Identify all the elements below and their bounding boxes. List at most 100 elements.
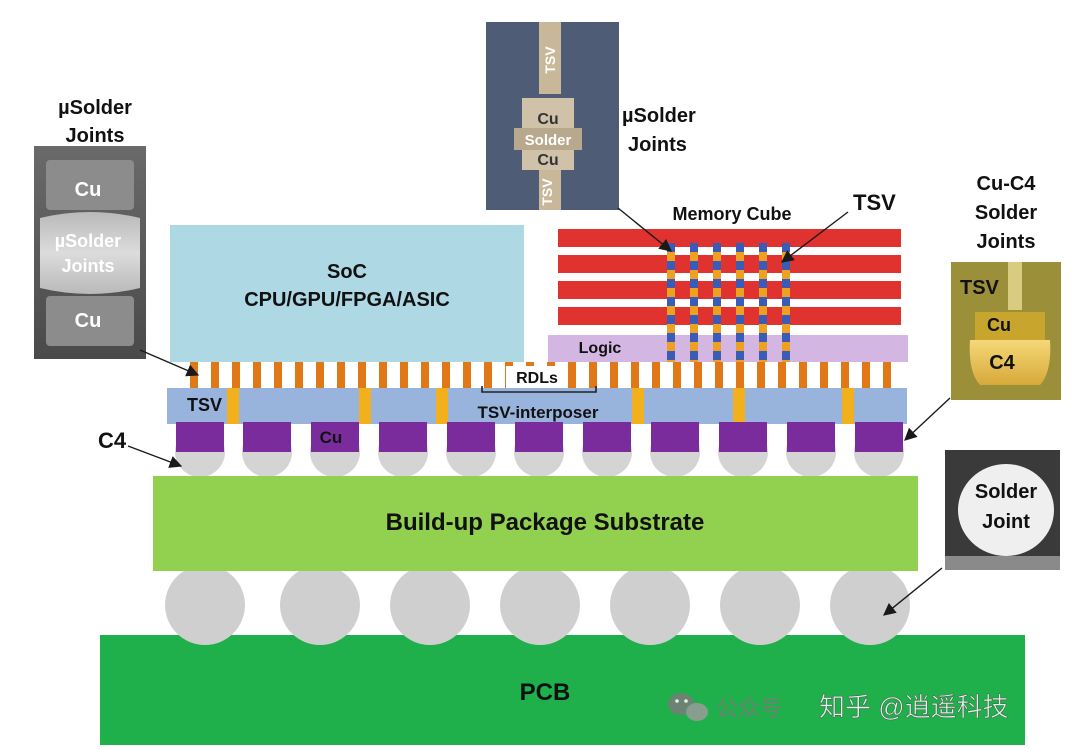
cu-pad [855,422,903,452]
micro-bump [568,362,576,388]
micro-bump [820,362,828,388]
micro-bump [274,362,282,388]
memory-tsv-segment [713,360,721,362]
memory-tsv-segment [690,288,698,297]
cu-pad [583,422,631,452]
micro-bump [694,362,702,388]
micro-bump [463,362,471,388]
usolder-top-title-2: Joints [628,134,687,156]
memory-tsv-segment [782,306,790,315]
solder-joint-label-1: Solder [975,481,1037,503]
cu-pillar [975,312,1045,340]
memory-tsv-segment [759,243,767,252]
bga-ball [165,565,245,645]
memory-tsv-segment [736,270,744,279]
interposer-tsv-label: TSV [187,395,222,415]
package-substrate [153,476,918,571]
cu-c4-cu: Cu [987,315,1011,335]
memory-tsv-segment [690,315,698,324]
memory-tsv-segment [736,306,744,315]
interposer-tsv [227,388,239,424]
rdls-bracket-line [481,386,597,393]
memory-cube-label: Memory Cube [672,204,791,224]
cu-c4-tsv: TSV [960,277,1000,299]
memory-tsv-segment [667,342,675,351]
cu-block-top [46,160,134,210]
memory-tsv-segment [736,252,744,261]
memory-layers [558,229,901,325]
memory-tsv-segment [736,261,744,270]
memory-tsv-segment [667,252,675,261]
rdls-label-box [506,366,568,388]
solder-joint-photo: Solder Joint [945,450,1060,570]
cu-pad [651,422,699,452]
arrow-c4 [127,445,183,468]
logic-die [548,335,908,362]
micro-bump [421,362,429,388]
memory-tsv-segment [667,351,675,360]
cu-block-2 [522,150,574,170]
substrate-label: Build-up Package Substrate [386,509,705,536]
memory-tsv-segment [782,342,790,351]
usolder-top-photo: TSV Cu Solder Cu TSV [486,22,619,210]
watermark-account: 公众号 [716,696,782,721]
memory-tsv-segment [782,243,790,252]
memory-tsv-segment [690,360,698,362]
memory-layer [558,255,901,273]
memory-tsv-segment [667,288,675,297]
bga-ball [720,565,800,645]
usolder-left-mid-1: µSolder [55,231,121,251]
memory-tsv-segment [713,288,721,297]
micro-bump [841,362,849,388]
cu-pad [379,422,427,452]
memory-layer [558,307,901,325]
micro-bump [484,362,492,388]
cu-pad [311,422,359,452]
bga-ball [390,565,470,645]
rdls-bracket: RDLs [481,366,597,393]
memory-tsv-segment [713,270,721,279]
usolder-top-tsv-top: TSV [542,46,558,74]
memory-tsv-segment [736,324,744,333]
memory-tsv-segment [736,315,744,324]
callout-arrows [127,207,951,616]
memory-tsv-segment [759,315,767,324]
memory-tsv-segment [713,279,721,288]
memory-tsv-segment [690,306,698,315]
memory-tsv-segment [759,342,767,351]
memory-tsv-segment [759,261,767,270]
memory-tsv-segment [759,297,767,306]
memory-tsv-segment [736,297,744,306]
memory-tsv-segment [713,324,721,333]
watermark: 公众号 知乎 @逍遥科技 [668,692,1009,722]
cu-c4-photo: TSV Cu C4 [951,262,1061,400]
memory-tsv-segment [713,306,721,315]
memory-tsv-segment [713,351,721,360]
cu-c4-title-3: Joints [977,231,1036,253]
interposer-tsvs [227,388,854,424]
micro-bump [589,362,597,388]
tsv-interposer [167,388,907,424]
pcb-label: PCB [520,679,571,706]
tsv-interposer-label: TSV-interposer [478,403,599,422]
arrow-usolder-top [617,207,672,252]
memory-tsv-segment [690,252,698,261]
bga-balls [165,565,910,645]
memory-tsv-segment [713,342,721,351]
arrow-cu-c4 [904,397,951,441]
memory-tsv-segment [759,270,767,279]
tsv-column [1008,262,1022,310]
micro-bump [316,362,324,388]
bga-ball [830,565,910,645]
memory-tsv-segment [759,333,767,342]
memory-tsv-segment [690,342,698,351]
memory-tsv-segment [667,324,675,333]
memory-tsv-segment [667,297,675,306]
memory-tsv-columns [667,243,790,362]
memory-tsv-segment [759,306,767,315]
tsv-callout-label: TSV [853,190,896,215]
memory-tsv-segment [690,351,698,360]
cu-pad [176,422,224,452]
solder-ball [958,464,1054,556]
micro-bump [778,362,786,388]
